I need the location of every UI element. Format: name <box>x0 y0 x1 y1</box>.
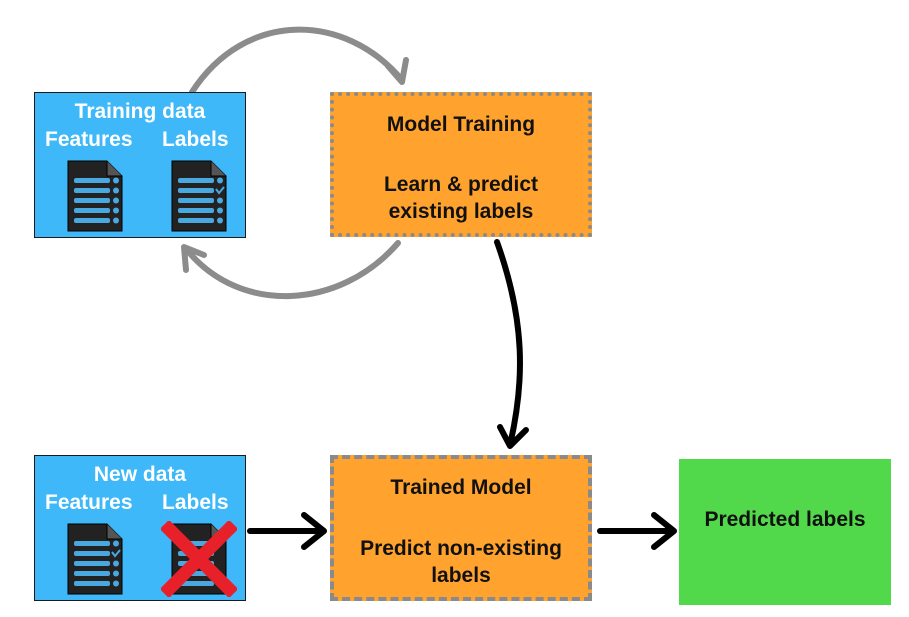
new-data-title: New data <box>93 463 187 486</box>
trained-model-box: Trained Model Predict non-existing label… <box>330 455 592 601</box>
model-training-line1: Learn & predict <box>383 173 539 196</box>
trained-model-title: Trained Model <box>390 476 532 499</box>
training-to-model-arrow <box>494 239 523 448</box>
new-features-label: Features <box>45 491 133 514</box>
training-to-model-arrowhead <box>497 424 529 449</box>
gray-loop-arrow-top <box>189 26 405 95</box>
red-x-icon <box>161 521 237 597</box>
gray-loop-arrowhead-top <box>385 57 409 85</box>
training-features-label: Features <box>45 128 133 151</box>
document-checklist-icon <box>171 160 227 232</box>
training-data-title: Training data <box>74 100 206 123</box>
predicted-labels-box: Predicted labels <box>679 459 891 605</box>
document-list-icon <box>67 160 123 232</box>
new-labels-label: Labels <box>162 491 229 514</box>
predicted-labels-text: Predicted labels <box>704 508 866 531</box>
training-labels-label: Labels <box>162 128 229 151</box>
trained-model-line2: labels <box>431 564 491 587</box>
newdata-to-model-arrowhead <box>301 512 327 550</box>
model-training-title: Model Training <box>386 113 536 136</box>
document-list-icon <box>67 523 123 595</box>
training-data-box: Training data Features Labels <box>34 92 246 238</box>
model-training-line2: existing labels <box>388 200 534 223</box>
model-training-box: Model Training Learn & predict existing … <box>330 92 592 237</box>
gray-loop-arrow-bottom <box>184 240 401 300</box>
new-data-box: New data Features Labels <box>34 455 246 601</box>
model-to-predicted-arrowhead <box>651 512 677 550</box>
gray-loop-arrowhead-bottom <box>181 244 207 273</box>
trained-model-line1: Predict non-existing <box>360 537 562 560</box>
